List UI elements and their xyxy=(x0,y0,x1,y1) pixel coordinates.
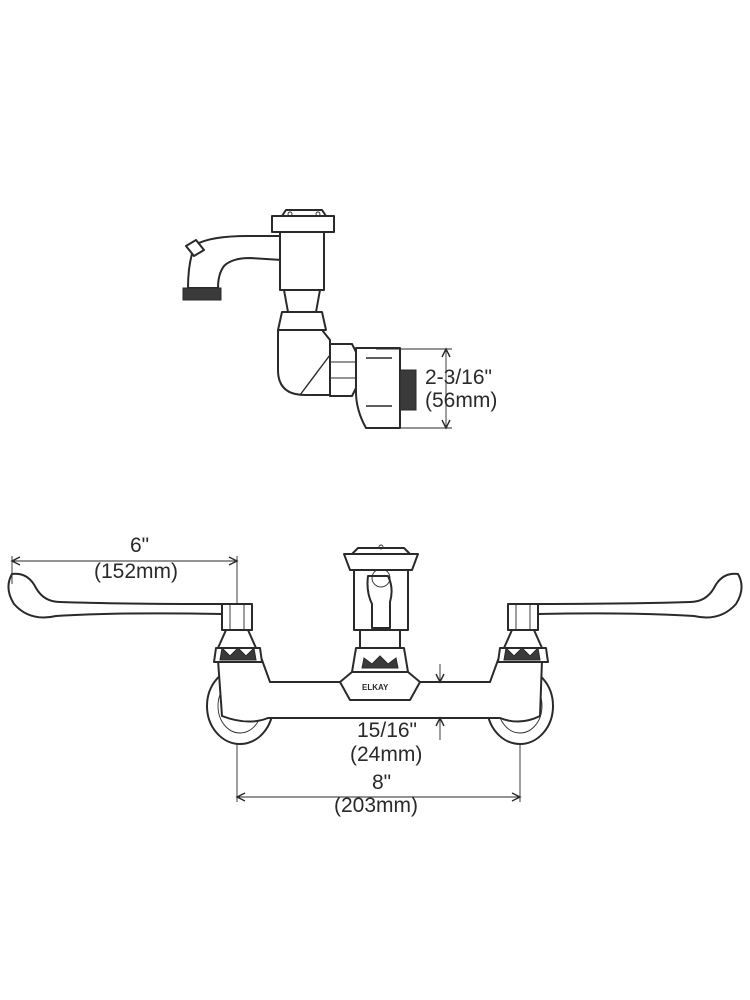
handle-length-imperial: 6" xyxy=(130,534,149,557)
supply-thread xyxy=(399,369,417,411)
side-height-metric: (56mm) xyxy=(425,389,497,412)
body-height-dimension xyxy=(420,664,446,740)
center-distance-metric: (203mm) xyxy=(334,794,418,817)
side-height-imperial: 2-3/16" xyxy=(425,366,492,389)
handle-length-metric: (152mm) xyxy=(94,560,178,583)
handle-length-dimension xyxy=(10,556,239,604)
hose-thread xyxy=(182,287,222,301)
center-distance-imperial: 8" xyxy=(372,771,391,794)
side-view-faucet xyxy=(182,209,417,429)
center-distance-dimension xyxy=(235,744,522,802)
side-height-dimension xyxy=(376,347,452,430)
body-height-metric: (24mm) xyxy=(350,743,422,766)
body-height-imperial: 15/16" xyxy=(357,719,417,742)
brand-mark: ELKAY xyxy=(362,683,389,692)
front-view-faucet: ELKAY xyxy=(7,544,743,745)
